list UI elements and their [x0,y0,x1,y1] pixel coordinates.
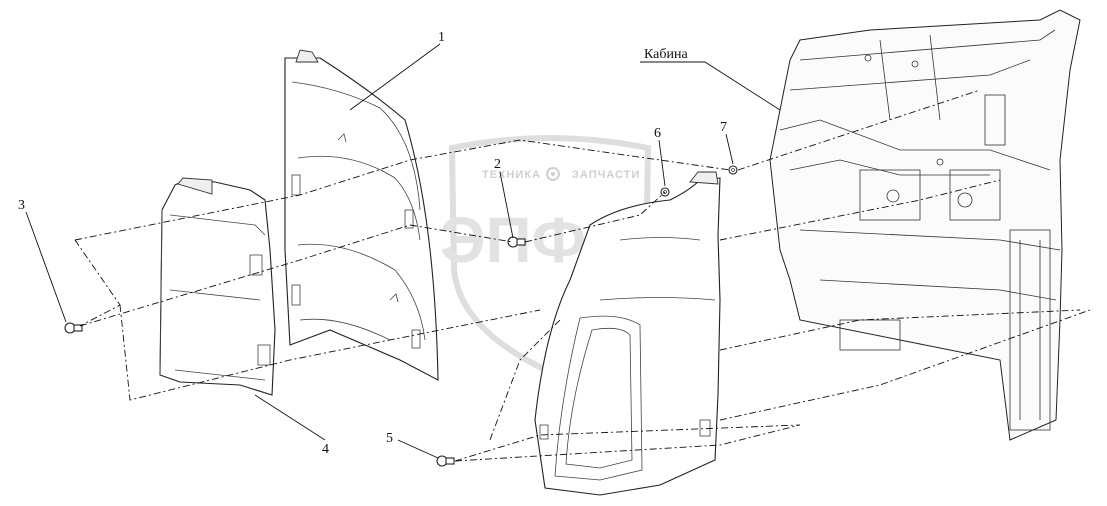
callout-1: 1 [438,30,445,45]
screw-5 [436,455,455,467]
callout-cab: Кабина [644,47,688,62]
part-1-corner-panel [284,49,439,381]
callout-5: 5 [386,431,393,446]
screw-2 [507,236,526,248]
assembly-lines [74,89,1091,462]
watermark-text-right: ЗАПЧАСТИ [572,169,640,181]
callout-3: 3 [18,198,25,213]
cabin-frame [769,9,1081,441]
callout-2: 2 [494,157,501,172]
nut-7 [728,165,738,175]
part-4-inner-panel [159,177,276,396]
watermark-text-left: ТЕХНИКА [482,169,541,181]
gear-icon [546,167,560,181]
callouts: 1 2 3 4 5 6 7 Кабина [18,30,727,457]
callout-4: 4 [322,442,329,457]
callout-7: 7 [720,120,727,135]
screw-3 [64,322,83,334]
callout-6: 6 [654,126,661,141]
lamp-housing [534,171,721,496]
leader-lines [25,43,781,459]
